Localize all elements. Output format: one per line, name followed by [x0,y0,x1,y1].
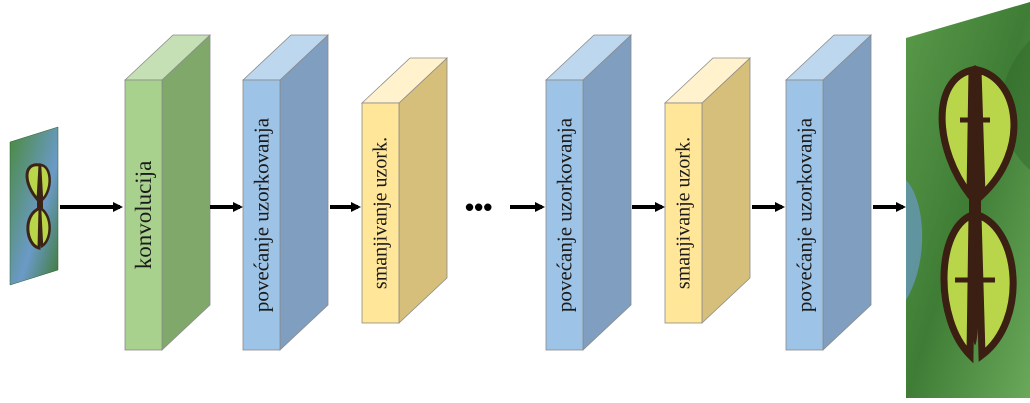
block-upsampling [544,34,633,351]
ellipsis-dots: ••• [465,192,492,222]
block-front-face [545,79,584,351]
block-label: povećanje uzorkovanja [792,117,816,313]
block-front-face [361,102,400,324]
block-label: konvolucija [130,160,156,270]
block-front-face [664,102,703,324]
output-image [906,2,1030,398]
block-downsampling [360,57,449,324]
block-upsampling [784,34,873,351]
block-upsampling [241,34,330,351]
block-side-face [398,57,448,324]
input-butterfly-icon [25,163,51,250]
block-front-face [242,79,281,351]
block-convolution [123,34,212,351]
block-label: smanjivanje uzork. [672,136,694,290]
block-side-face [822,34,872,351]
block-side-face [161,34,211,351]
block-label: smanjivanje uzork. [369,136,391,290]
block-side-face [582,34,632,351]
output-butterfly-icon [938,65,1018,364]
block-label: povećanje uzorkovanja [249,117,273,313]
input-image [9,126,59,286]
block-side-face [279,34,329,351]
block-downsampling [663,57,752,324]
block-label: povećanje uzorkovanja [552,117,576,313]
block-front-face [785,79,824,351]
block-front-face [124,79,163,351]
block-side-face [701,57,751,324]
